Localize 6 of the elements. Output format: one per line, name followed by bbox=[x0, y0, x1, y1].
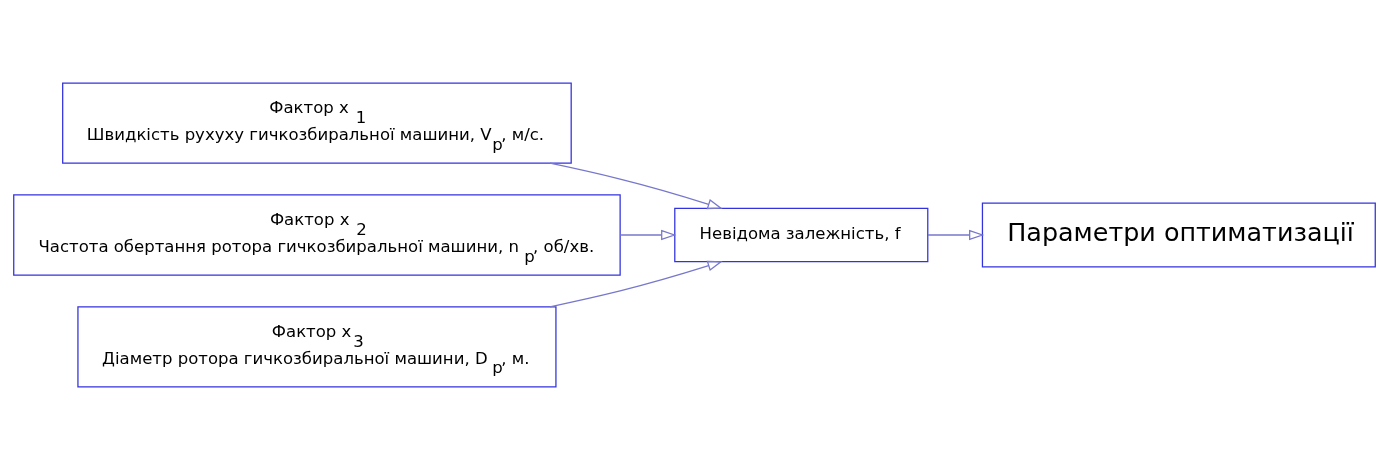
arrow bbox=[549, 260, 723, 307]
node-box: Параметри оптиматизації bbox=[981, 202, 1376, 267]
node-box: Невідома залежність, f bbox=[674, 207, 929, 262]
arrow bbox=[927, 229, 985, 240]
arrow bbox=[549, 162, 723, 209]
arrow bbox=[619, 229, 677, 240]
